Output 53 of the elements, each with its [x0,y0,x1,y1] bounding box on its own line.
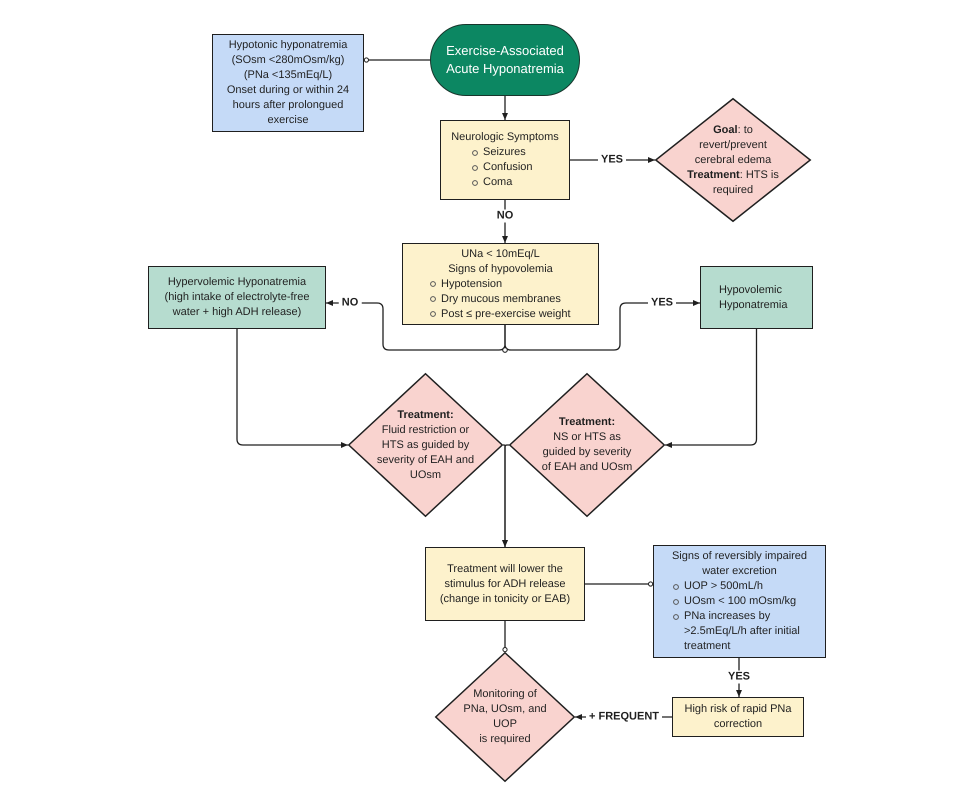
node-text: (high intake of electrolyte-free water + high ADH release) [164,290,310,320]
node-text: Onset during or within 24 hours after prolongued exercise [226,83,350,128]
node-text: Goal: to revert/prevent cerebral edema [694,122,772,168]
terminal-text: Exercise-Associated Acute Hyponatremia [445,42,565,78]
heading-text: Treatment: [396,408,455,422]
node-text: NS or HTS as guided by severity of EAH and UOsm [540,430,634,475]
node-text: Signs of reversibly impaired water excretion [670,549,808,579]
decision-diamond [509,373,665,517]
process-box [672,697,804,737]
node-text: Hypervolemic Hyponatremia [168,275,306,290]
node-text: Fluid restriction or HTS as guided by severity of EAH and UOsm [376,422,476,482]
node-text: Hypotonic hyponatremia [228,38,348,53]
arrow [504,300,700,351]
node-text: Hypovolemic Hyponatremia [719,282,788,312]
bullet-text: Dry mucous membranes [441,292,561,306]
bullet-text: Post ≤ pre-exercise weight [441,306,571,322]
node-text: Neurologic Symptoms [451,130,559,145]
node-text: is required [478,732,532,747]
node-text: High risk of rapid PNa correction [684,702,792,732]
arrow [665,329,758,448]
arrow [502,96,508,120]
arrow [502,200,508,243]
bullet-text: Seizures [483,145,526,160]
connector-line [364,57,430,63]
info-box [212,34,364,132]
arrow [236,329,348,448]
heading-text: Treatment: [558,415,616,430]
decision-diamond [655,98,811,222]
edge-label: YES [725,670,753,684]
node-text: Signs of hypovolemia [448,262,553,276]
decision-diamond [348,373,503,517]
arrow [326,300,506,351]
connector-line [502,621,508,652]
node-text: (PNa <135mEq/L) [244,68,332,83]
node-text: Treatment: HTS is required [686,168,780,198]
node-text: Treatment will lower the stimulus for ADH release (change in tonicity or EAB) [438,562,572,606]
connector-line [585,581,654,587]
node-text: UNa < 10mEq/L [461,246,540,262]
process-box [440,120,570,200]
bullet-text: Coma [483,175,512,190]
node-text: (SOsm <280mOsm/kg) [232,53,344,68]
info-box [653,545,826,658]
process-box [148,266,326,329]
bullet-text: UOsm < 100 mOsm/kg [684,594,796,609]
process-box [700,266,813,329]
bullet-text: Confusion [483,160,533,175]
bullet-text: Hypotension [441,276,502,292]
process-box [402,243,599,325]
edge-label: + FREQUENT [586,710,662,724]
bullet-text: UOP > 500mL/h [684,579,763,594]
process-box [425,547,585,621]
bullet-text: PNa increases by >2.5mEq/L/h after initial treatment [684,609,801,654]
decision-diamond [435,652,575,782]
